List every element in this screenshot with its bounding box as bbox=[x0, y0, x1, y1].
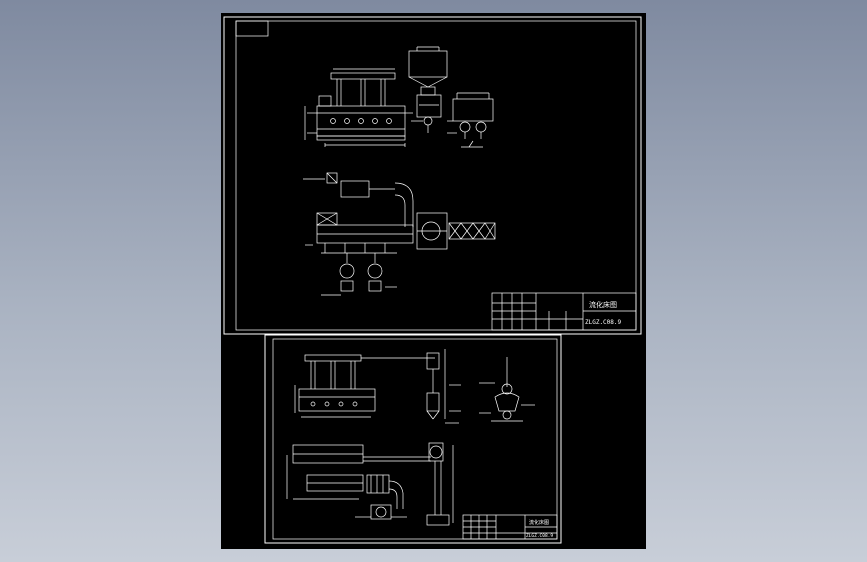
cad-drawing-viewport[interactable]: 流化床图 ZLGZ.C08.9 bbox=[221, 13, 646, 549]
plan-view bbox=[303, 172, 496, 296]
bottom-sheet: 流化床图 ZLGZ.C08.9 bbox=[264, 334, 562, 544]
top-title-block: 流化床图 ZLGZ.C08.9 bbox=[491, 292, 637, 331]
top-sheet-corner-box bbox=[235, 20, 269, 37]
bottom-cyclone bbox=[426, 392, 440, 412]
bottom-plan-cyclone-base bbox=[426, 514, 450, 526]
filter-box bbox=[452, 98, 494, 122]
top-sheet: 流化床图 ZLGZ.C08.9 bbox=[223, 16, 642, 335]
bottom-drawing-title: 流化床图 bbox=[529, 519, 549, 526]
cad-drawing: 流化床图 ZLGZ.C08.9 bbox=[223, 16, 642, 544]
bottom-title-block: 流化床图 ZLGZ.C08.9 bbox=[462, 514, 558, 540]
top-drawing-title: 流化床图 bbox=[589, 300, 617, 309]
hopper-group bbox=[408, 46, 494, 148]
conveyor-plan bbox=[448, 222, 496, 240]
fluid-bed-elevation bbox=[304, 68, 423, 147]
duct-top bbox=[340, 180, 370, 198]
bottom-plan-fan bbox=[370, 504, 392, 520]
feed-hopper bbox=[408, 50, 448, 78]
bottom-plan-view bbox=[286, 422, 459, 526]
bottom-sheet-outer-border bbox=[264, 334, 562, 544]
bottom-elevation bbox=[294, 349, 461, 420]
bottom-sheet-inner-border bbox=[272, 338, 558, 540]
top-sheet-inner-border bbox=[235, 20, 637, 331]
top-drawing-number: ZLGZ.C08.9 bbox=[585, 319, 622, 326]
top-sheet-outer-border bbox=[223, 16, 642, 335]
exhaust-duct bbox=[330, 72, 396, 80]
side-view bbox=[479, 357, 535, 422]
bottom-drawing-number: ZLGZ.C08.9 bbox=[526, 533, 553, 539]
bottom-dryer-body bbox=[298, 388, 376, 412]
side-cyclone bbox=[494, 392, 520, 412]
